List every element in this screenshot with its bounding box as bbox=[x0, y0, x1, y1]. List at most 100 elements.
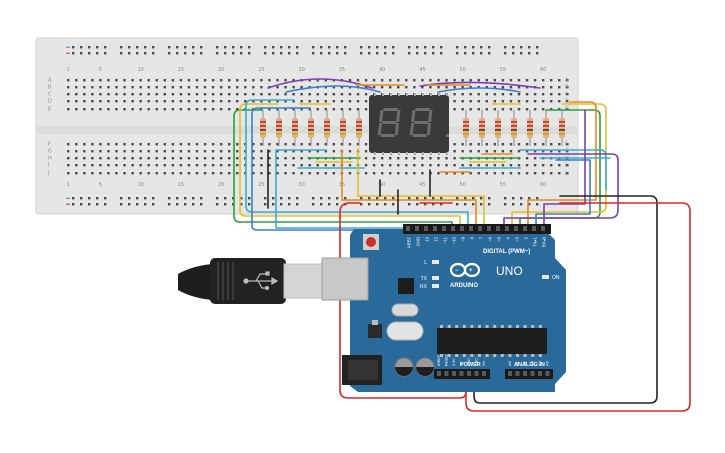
breadboard-hole bbox=[179, 150, 183, 153]
breadboard-hole bbox=[115, 79, 118, 82]
breadboard-hole bbox=[372, 157, 376, 160]
digital-pin-hole[interactable] bbox=[424, 226, 428, 231]
analog-pin-hole[interactable] bbox=[530, 371, 535, 376]
analog-pin-hole[interactable] bbox=[523, 371, 527, 376]
digital-pin-hole[interactable] bbox=[532, 226, 536, 231]
breadboard-hole bbox=[276, 143, 279, 146]
rail-hole bbox=[512, 52, 515, 55]
wire-right-orange[interactable] bbox=[527, 101, 597, 227]
digital-pin-hole[interactable] bbox=[478, 226, 482, 231]
wire-right-purple-2[interactable] bbox=[543, 109, 586, 227]
breadboard-hole bbox=[260, 172, 263, 175]
digital-pin-label: ~3 bbox=[515, 236, 520, 241]
power-pin-hole[interactable] bbox=[467, 371, 471, 376]
resistor-10[interactable] bbox=[495, 110, 501, 146]
breadboard-hole bbox=[67, 157, 70, 160]
resistor-13[interactable] bbox=[543, 110, 549, 146]
breadboard-hole bbox=[195, 164, 199, 167]
segment bbox=[377, 123, 383, 135]
power-pin-hole[interactable] bbox=[482, 371, 486, 376]
resistor-8[interactable] bbox=[463, 110, 469, 146]
segment bbox=[379, 110, 384, 122]
breadboard-hole bbox=[155, 157, 158, 160]
breadboard-hole bbox=[300, 143, 303, 146]
analog-pin-hole[interactable] bbox=[508, 371, 512, 376]
rail-hole bbox=[336, 197, 339, 200]
digital-pin-hole[interactable] bbox=[406, 226, 410, 231]
resistor-1[interactable] bbox=[260, 110, 266, 146]
digital-pin-hole[interactable] bbox=[514, 226, 518, 231]
resistor-4[interactable] bbox=[308, 110, 314, 146]
resistor-7[interactable] bbox=[356, 110, 362, 146]
power-pin-hole[interactable] bbox=[459, 371, 464, 376]
digital-pin-hole[interactable] bbox=[523, 226, 527, 231]
resistor-3[interactable] bbox=[292, 110, 298, 146]
breadboard-hole bbox=[469, 108, 472, 111]
digital-pin-hole[interactable] bbox=[541, 226, 545, 231]
wire-left-yellow[interactable] bbox=[239, 103, 461, 227]
breadboard-hole bbox=[252, 100, 255, 103]
resistor-5[interactable] bbox=[324, 110, 330, 146]
digital-pin-hole[interactable] bbox=[505, 226, 509, 231]
resistor-14[interactable] bbox=[559, 110, 565, 146]
digital-pin-hole[interactable] bbox=[415, 226, 419, 231]
power-pin-hole[interactable] bbox=[452, 371, 456, 376]
breadboard-hole bbox=[445, 86, 448, 89]
wire-right-teal[interactable] bbox=[519, 149, 607, 191]
breadboard-hole bbox=[324, 164, 327, 167]
breadboard-hole bbox=[509, 108, 513, 111]
wire-jumper-blue-2[interactable] bbox=[437, 87, 521, 93]
analog-header bbox=[505, 369, 553, 379]
wire-right-yellow[interactable] bbox=[511, 103, 607, 227]
analog-pin-hole[interactable] bbox=[545, 371, 550, 376]
wire-jumper-blue[interactable] bbox=[285, 85, 381, 93]
wire-red-5v-left[interactable] bbox=[339, 202, 467, 399]
wire-right-blue[interactable] bbox=[535, 159, 591, 227]
analog-pin-hole[interactable] bbox=[515, 371, 520, 376]
wire-black-gnd[interactable] bbox=[473, 195, 658, 404]
breadboard-hole bbox=[163, 79, 166, 82]
power-pin-hole[interactable] bbox=[444, 371, 449, 376]
wire-left-green[interactable] bbox=[233, 109, 453, 227]
breadboard-hole bbox=[541, 108, 545, 111]
wire-left-teal-2[interactable] bbox=[275, 149, 449, 229]
breadboard-hole bbox=[123, 93, 126, 96]
resistor-12[interactable] bbox=[527, 110, 533, 146]
analog-pin-label: A2 bbox=[522, 360, 527, 366]
wire-red-5v-right[interactable] bbox=[465, 202, 691, 412]
resistor-6[interactable] bbox=[340, 110, 346, 146]
breadboard-hole bbox=[139, 164, 142, 167]
usb-cable[interactable] bbox=[178, 258, 323, 304]
row-label: B bbox=[48, 85, 52, 91]
digital-pin-hole[interactable] bbox=[433, 226, 437, 231]
arduino-uno-board[interactable]: L TX RX ON DIGITAL (PWM~) − + UNO ARDUIN… bbox=[321, 224, 566, 392]
digital-header bbox=[403, 224, 551, 234]
digital-pin-hole[interactable] bbox=[487, 226, 491, 231]
analog-pin-hole[interactable] bbox=[538, 371, 542, 376]
power-pin-hole[interactable] bbox=[474, 371, 479, 376]
rail-hole bbox=[424, 52, 427, 55]
digital-pin-hole[interactable] bbox=[460, 226, 464, 231]
seven-segment-display[interactable] bbox=[369, 93, 449, 155]
resistor-9[interactable] bbox=[479, 110, 485, 146]
wire-left-blue[interactable] bbox=[251, 107, 441, 231]
resistor-2[interactable] bbox=[276, 110, 282, 146]
wire-left-yellow-2[interactable] bbox=[357, 147, 485, 227]
breadboard-hole bbox=[437, 86, 440, 89]
digital-pin-hole[interactable] bbox=[469, 226, 473, 231]
wire-left-orange[interactable] bbox=[341, 149, 477, 227]
breadboard-hole bbox=[348, 93, 352, 96]
power-pin-hole[interactable] bbox=[437, 371, 441, 376]
segment bbox=[394, 123, 400, 135]
breadboard-hole bbox=[364, 172, 368, 175]
reset-button[interactable] bbox=[366, 237, 376, 247]
breadboard-hole bbox=[292, 93, 295, 96]
resistor-11[interactable] bbox=[511, 110, 517, 146]
wire-left-teal[interactable] bbox=[245, 99, 469, 227]
wire-right-purple[interactable] bbox=[503, 153, 619, 227]
breadboard-hole bbox=[163, 157, 166, 160]
digital-pin-hole[interactable] bbox=[451, 226, 455, 231]
digital-pin-hole[interactable] bbox=[442, 226, 446, 231]
digital-pin-hole[interactable] bbox=[496, 226, 500, 231]
display-pin bbox=[414, 93, 416, 96]
